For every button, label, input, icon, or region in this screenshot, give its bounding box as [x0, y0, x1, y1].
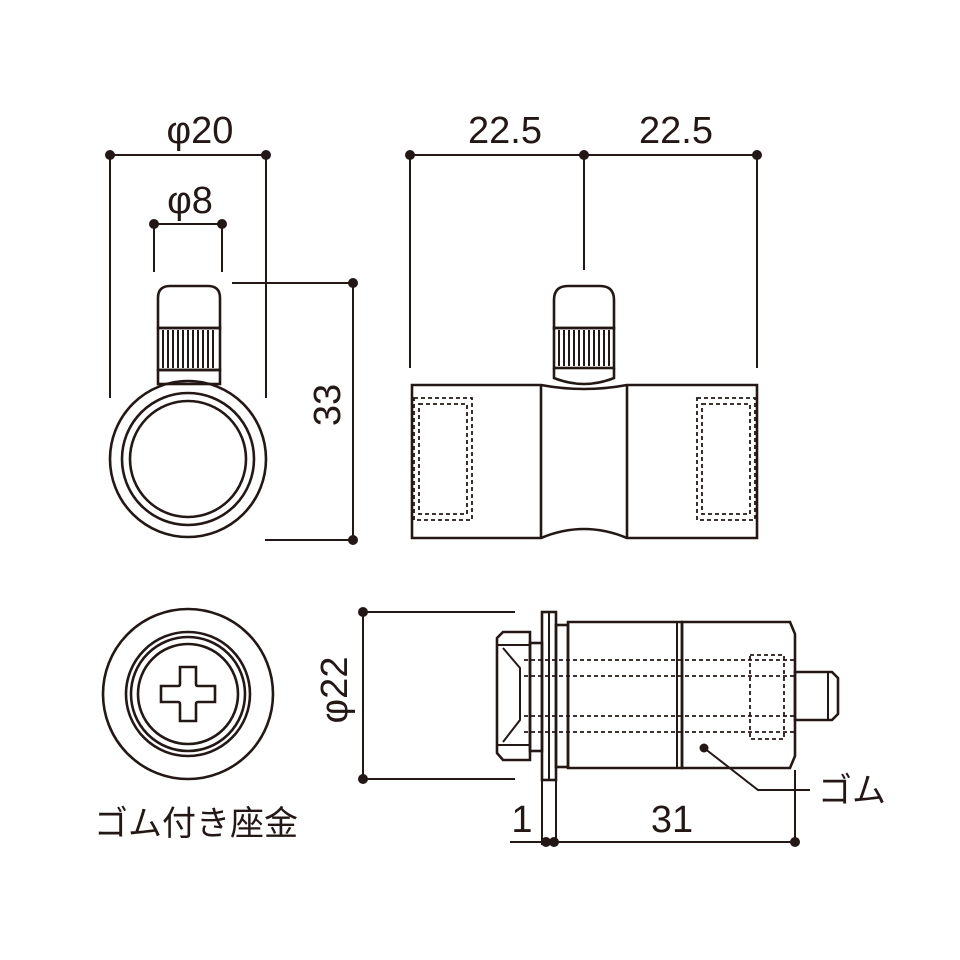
dimension-phi8: φ8: [167, 180, 213, 222]
screw-head-inner: [136, 642, 240, 746]
screw-head-outer: [129, 635, 247, 753]
main-sleeve: [566, 620, 684, 770]
top-right-view: 22.5 22.5: [405, 110, 762, 540]
dimension-22-5-left: 22.5: [468, 110, 542, 152]
top-left-view: φ20 φ8: [105, 110, 358, 545]
knob-cap: [552, 284, 616, 330]
phillips-cross-icon: [159, 665, 217, 723]
dimension-22-5-right: 22.5: [639, 110, 713, 152]
hidden-pocket-left: [413, 397, 473, 521]
callout-rubber: ゴム: [818, 771, 886, 811]
dimension-phi22: φ22: [314, 657, 356, 724]
threaded-stud: [793, 670, 840, 722]
washer-outer: [101, 607, 275, 781]
rubber-sleeve: [680, 620, 797, 770]
knob-cap: [156, 284, 222, 330]
ring-mid: [120, 391, 256, 527]
dimension-phi20: φ20: [167, 110, 234, 152]
hidden-pocket-right-inner: [701, 403, 751, 515]
bottom-left-view: ゴム付き座金: [94, 607, 298, 844]
washer-rubber: [124, 630, 252, 758]
knurl-lines: [162, 330, 214, 368]
knurled-ring: [552, 326, 616, 370]
dimension-1: 1: [511, 799, 532, 841]
hidden-pocket-left-inner: [418, 403, 468, 515]
hidden-nut: [749, 654, 785, 740]
bottom-right-view: φ22 ゴム: [314, 607, 886, 847]
ring-outer: [108, 379, 268, 539]
caption-rubber-washer: ゴム付き座金: [94, 804, 298, 844]
hex-head: [495, 630, 532, 762]
knurl-lines: [558, 330, 610, 366]
block-body: [410, 383, 759, 540]
dimension-33: 33: [307, 384, 349, 426]
hidden-pocket-right: [696, 397, 756, 521]
dimension-31: 31: [651, 799, 693, 841]
ring-inner: [128, 399, 248, 519]
